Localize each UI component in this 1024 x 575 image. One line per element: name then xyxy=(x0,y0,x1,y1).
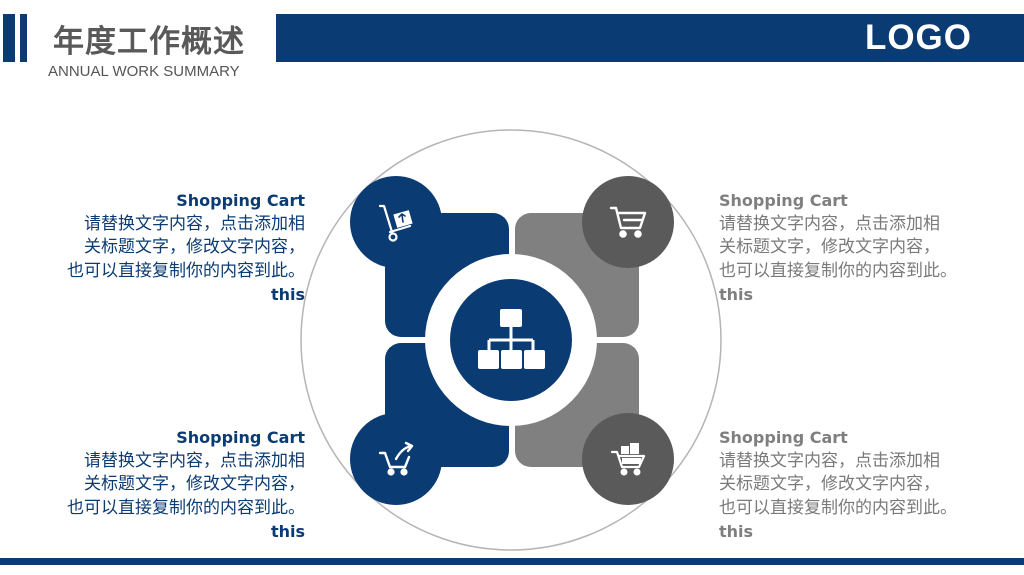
block-line: 关标题文字，修改文字内容， xyxy=(84,237,305,257)
outer-ring xyxy=(300,129,722,551)
header-accent-bar-thin xyxy=(20,14,27,62)
block-heading: Shopping Cart xyxy=(176,428,305,447)
page-title: 年度工作概述 xyxy=(53,24,245,60)
block-tail: this xyxy=(719,285,754,304)
block-line: 请替换文字内容，点击添加相 xyxy=(719,213,940,234)
block-line: 请替换文字内容，点击添加相 xyxy=(719,450,940,471)
block-tail: this xyxy=(270,522,305,541)
block-tail: this xyxy=(719,522,754,541)
block-line: 关标题文字，修改文字内容， xyxy=(84,474,305,494)
logo: LOGO xyxy=(864,18,972,57)
block-heading: Shopping Cart xyxy=(176,191,305,210)
text-block-top-right: Shopping Cart 请替换文字内容，点击添加相 关标题文字，修改文字内容… xyxy=(719,189,1009,307)
block-line: 请替换文字内容，点击添加相 xyxy=(84,450,305,471)
header-accent-bar xyxy=(3,14,15,62)
block-line: 也可以直接复制你的内容到此。 xyxy=(67,260,305,281)
text-block-bottom-right: Shopping Cart 请替换文字内容，点击添加相 关标题文字，修改文字内容… xyxy=(719,426,1009,544)
page-subtitle: ANNUAL WORK SUMMARY xyxy=(48,63,240,80)
text-block-bottom-left: Shopping Cart 请替换文字内容，点击添加相 关标题文字，修改文字内容… xyxy=(15,426,305,544)
block-line: 也可以直接复制你的内容到此。 xyxy=(719,497,957,518)
text-block-top-left: Shopping Cart 请替换文字内容，点击添加相 关标题文字，修改文字内容… xyxy=(15,189,305,307)
block-line: 也可以直接复制你的内容到此。 xyxy=(719,260,957,281)
cart-arrow-icon xyxy=(378,441,414,476)
block-line: 也可以直接复制你的内容到此。 xyxy=(67,497,305,518)
block-heading: Shopping Cart xyxy=(719,428,848,447)
block-line: 关标题文字，修改文字内容， xyxy=(719,237,940,257)
block-line: 关标题文字，修改文字内容， xyxy=(719,474,940,494)
icon-circle-top-right xyxy=(582,176,674,268)
block-tail: this xyxy=(270,285,305,304)
hand-truck-icon xyxy=(378,204,413,242)
block-line: 请替换文字内容，点击添加相 xyxy=(84,213,305,234)
block-heading: Shopping Cart xyxy=(719,191,848,210)
footer-bar xyxy=(0,558,1024,565)
shopping-cart-icon xyxy=(609,206,647,238)
header-band xyxy=(276,14,1024,62)
cart-full-icon xyxy=(610,443,646,476)
org-chart-icon xyxy=(478,309,545,369)
